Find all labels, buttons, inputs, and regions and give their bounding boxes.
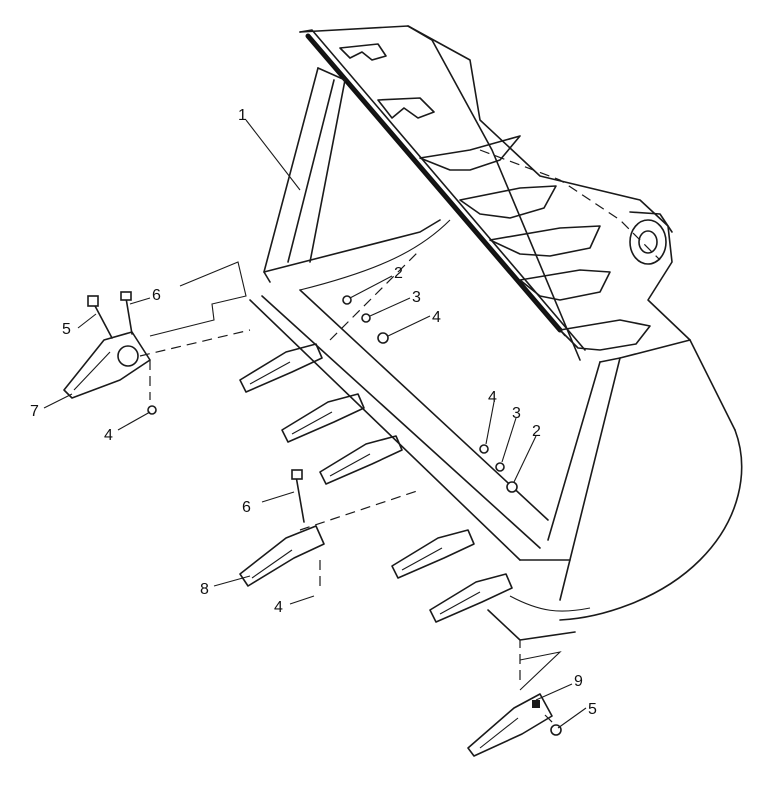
callouts: 1 2 3 4 5 6 7 4 4 3 2 6 8 4 9 5 (30, 107, 597, 718)
rear-brackets (339, 43, 661, 351)
leader-lines (43, 119, 587, 729)
callout-2-right: 2 (532, 423, 541, 440)
hardware (87, 249, 562, 736)
callout-4-upper: 4 (432, 309, 441, 326)
callout-4-left: 4 (104, 427, 113, 444)
callout-1: 1 (238, 107, 247, 124)
callout-6-middle: 6 (242, 499, 251, 516)
callout-2-upper: 2 (394, 265, 403, 282)
callout-7: 7 (30, 403, 39, 420)
adapter-teeth (63, 331, 553, 757)
callout-9: 9 (574, 673, 583, 690)
callout-3-upper: 3 (412, 289, 421, 306)
callout-5-left: 5 (62, 321, 71, 338)
callout-4-right: 4 (488, 389, 497, 406)
callout-4-bottom: 4 (274, 599, 283, 616)
callout-5-bottom: 5 (588, 701, 597, 718)
callout-8: 8 (200, 581, 209, 598)
callout-3-right: 3 (512, 405, 521, 422)
bucket-shell (249, 25, 743, 641)
callout-6-left: 6 (152, 287, 161, 304)
